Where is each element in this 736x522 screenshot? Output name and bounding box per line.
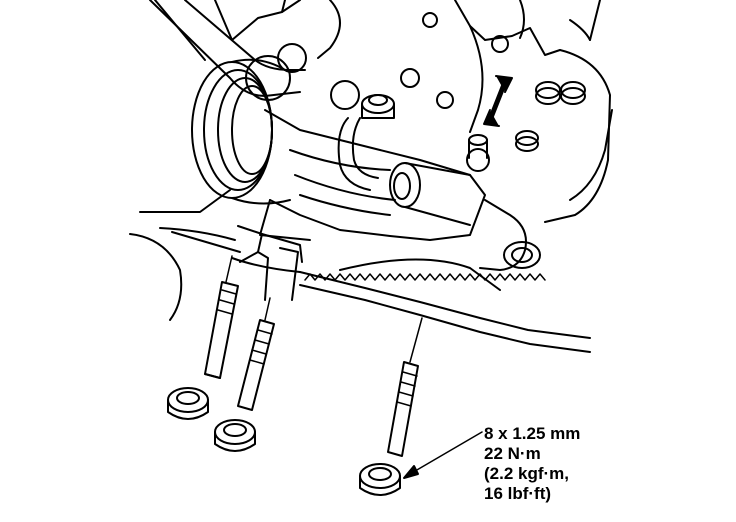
bolt-left xyxy=(167,281,239,420)
engine-block xyxy=(139,0,613,223)
compressor-pulley xyxy=(191,58,291,205)
bolt-middle xyxy=(214,319,275,452)
bolt-size-text: 8 x 1.25 mm xyxy=(484,424,581,443)
torque-kgfm-text: (2.2 kgf·m, xyxy=(484,464,570,483)
hose xyxy=(337,117,379,191)
drive-belt xyxy=(129,227,591,353)
torque-nm-text: 22 N·m xyxy=(484,444,541,463)
bolt-alignment-lines xyxy=(225,255,423,363)
top-fittings xyxy=(330,12,509,172)
bolt-right xyxy=(359,361,419,496)
torque-lbfft-text: 16 lbf·ft) xyxy=(484,484,552,503)
torque-spec-label: 8 x 1.25 mm 22 N·m (2.2 kgf·m, 16 lbf·ft… xyxy=(484,424,580,504)
spec-leader-arrow-icon xyxy=(403,431,483,479)
right-bolts xyxy=(515,81,586,152)
adjust-arrow-icon xyxy=(483,75,513,127)
compressor-body xyxy=(259,109,486,241)
lower-pipe xyxy=(479,199,541,271)
refrigerant-pipe xyxy=(149,0,307,101)
mounting-bracket xyxy=(237,225,303,301)
